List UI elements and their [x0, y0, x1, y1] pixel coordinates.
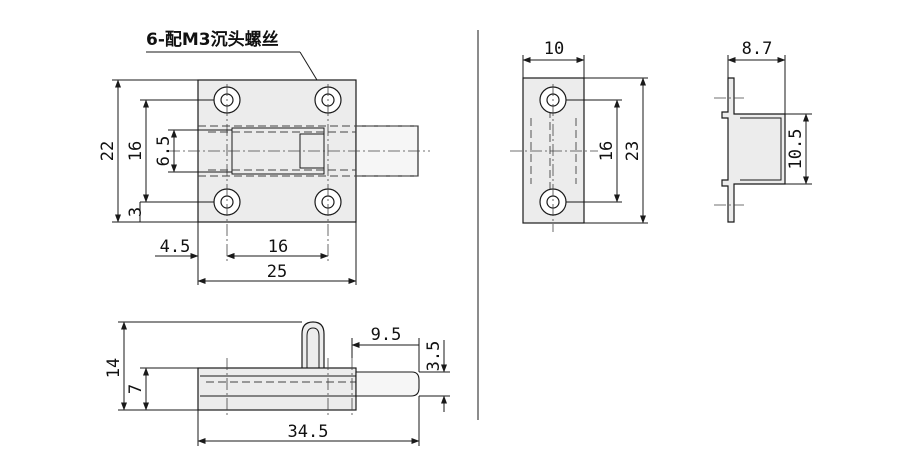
dim-bottom-bolt-thickness: 3.5 [419, 340, 450, 412]
dim-4-5-label: 4.5 [160, 237, 191, 257]
dim-7-label: 7 [126, 384, 146, 394]
dim-front-height: 23 [584, 77, 648, 224]
dim-front-width: 10 [522, 39, 585, 78]
dim-3-5-label: 3.5 [424, 341, 444, 372]
dim-6-5-label: 6.5 [154, 136, 174, 167]
dim-bottom-knob-offset: 9.5 [351, 325, 420, 372]
dim-22-label: 22 [98, 141, 118, 161]
dim-side-depth: 8.7 [727, 39, 786, 114]
side-view: 8.7 10.5 [714, 39, 812, 223]
dim-16-front-label: 16 [597, 141, 617, 161]
dim-hole-spacing-h: 16 [226, 237, 329, 259]
bottom-view: 14 7 9.5 3.5 34.5 [104, 321, 450, 446]
dim-8-7-label: 8.7 [742, 39, 773, 59]
bottom-bolt [355, 371, 420, 397]
dim-bolt-width: 6.5 [154, 129, 232, 173]
dim-width-total: 25 [197, 222, 357, 285]
dim-bottom-length: 34.5 [197, 396, 420, 446]
dim-16-label: 16 [126, 141, 146, 161]
side-profile [721, 77, 786, 223]
dim-14-label: 14 [104, 358, 124, 378]
top-view: 22 16 6.5 3 4.5 16 [98, 79, 430, 285]
dim-3-label: 3 [126, 207, 146, 217]
front-view: 10 16 23 [510, 39, 648, 232]
dim-height-holes: 16 [126, 99, 214, 203]
dim-34-5-label: 34.5 [288, 422, 329, 442]
dim-front-hole-spacing: 16 [566, 99, 622, 203]
dim-side-channel: 10.5 [785, 113, 812, 185]
dim-25-label: 25 [267, 262, 287, 282]
bottom-housing [197, 367, 357, 411]
dim-bottom-height-total: 14 [104, 321, 302, 411]
dim-hole-offset-h: 4.5 [155, 222, 245, 285]
screw-note-text: 6-配M3沉头螺丝 [146, 29, 279, 50]
dim-9-5-label: 9.5 [371, 325, 402, 345]
dim-23-label: 23 [623, 141, 643, 161]
dim-10-5-label: 10.5 [786, 129, 806, 170]
bottom-knob [301, 321, 325, 371]
dim-bottom-height-base: 7 [126, 367, 198, 411]
top-hole-br [314, 188, 342, 216]
dim-16h-label: 16 [268, 237, 288, 257]
dim-height-outer: 22 [98, 79, 198, 223]
dim-10-label: 10 [544, 39, 564, 59]
dim-hole-offset-v: 3 [126, 202, 146, 222]
